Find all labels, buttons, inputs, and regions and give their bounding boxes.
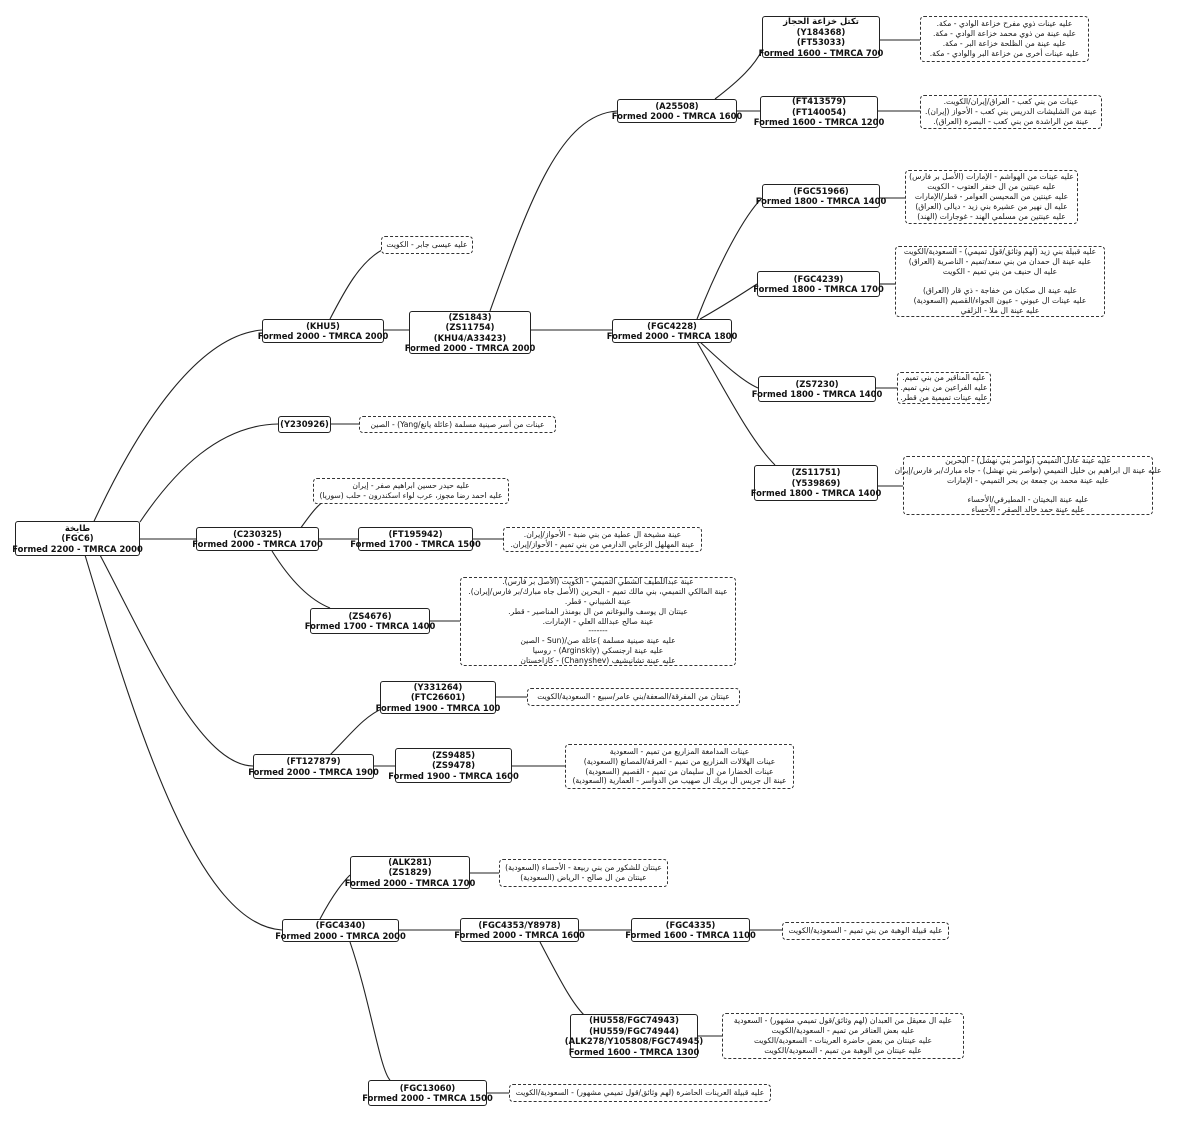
edge-fgc4228-fgc51966 xyxy=(696,197,763,320)
node-y331264[interactable]: (Y331264) (FTC26601) Formed 1900 - TMRCA… xyxy=(375,681,501,714)
edge-c230325-note xyxy=(299,499,327,530)
note-khu5: عليه عيسى جابر - الكويت xyxy=(381,236,473,254)
node-ft413579[interactable]: (FT413579) (FT140054) Formed 1600 - TMRC… xyxy=(753,96,885,128)
node-hu558[interactable]: (HU558/FGC74943) (HU559/FGC74944) (ALK27… xyxy=(564,1014,704,1058)
edge-a25508-y184368 xyxy=(714,49,763,100)
node-fgc51966[interactable]: (FGC51966) Formed 1800 - TMRCA 1400 xyxy=(755,184,887,208)
node-khu5[interactable]: (KHU5) Formed 2000 - TMRCA 2000 xyxy=(257,319,389,343)
edge-fgc4353-hu558 xyxy=(539,941,591,1021)
node-ft127879[interactable]: (FT127879) Formed 2000 - TMRCA 1900 xyxy=(248,754,379,779)
node-zs1843[interactable]: (ZS1843) (ZS11754) (KHU4/A33423) Formed … xyxy=(404,311,536,354)
note-fgc4335: عليه قبيلة الوهبة من بني تميم - السعودية… xyxy=(782,922,949,940)
node-a25508[interactable]: (A25508) Formed 2000 - TMRCA 1600 xyxy=(611,99,743,123)
node-fgc4228[interactable]: (FGC4228) Formed 2000 - TMRCA 1800 xyxy=(606,319,738,343)
note-zs7230: عليه المناقير من بني تميم. عليه الفراعين… xyxy=(897,372,991,404)
node-fgc4335[interactable]: (FGC4335) Formed 1600 - TMRCA 1100 xyxy=(625,918,756,942)
edge-fgc4340-fgc13060 xyxy=(349,941,391,1081)
note-alk281: عينتان للشكور من بني ربيعة - الأحساء (ال… xyxy=(499,859,668,887)
note-fgc13060: عليه قبيلة العرينات الحاضرة (لهم وثائق/ق… xyxy=(509,1084,771,1102)
node-fgc13060[interactable]: (FGC13060) Formed 2000 - TMRCA 1500 xyxy=(362,1080,493,1106)
edge-ft127879-y331264 xyxy=(329,707,385,756)
node-c230325[interactable]: (C230325) Formed 2000 - TMRCA 1700 xyxy=(192,527,323,551)
node-y184368[interactable]: تكتل خزاعة الحجاز (Y184368) (FT53033) Fo… xyxy=(758,16,884,58)
node-fgc4239[interactable]: (FGC4239) Formed 1800 - TMRCA 1700 xyxy=(753,271,884,297)
note-c230325: عليه حيدر حسين ابراهيم صفر - إيران عليه … xyxy=(313,478,509,504)
node-zs9485[interactable]: (ZS9485) (ZS9478) Formed 1900 - TMRCA 16… xyxy=(388,748,519,783)
note-ft413579: عينات من بني كعب - العراق/إيران/الكويت. … xyxy=(920,95,1102,129)
note-y184368: عليه عينات ذوي مفرح خزاعة الوادي - مكة. … xyxy=(920,16,1089,62)
note-fgc51966: عليه عينات من الهواشم - الإمارات (الأصل … xyxy=(905,170,1078,224)
note-fgc4239: عليه قبيلة بني زيد (لهم وثائق/قول تميمي)… xyxy=(895,246,1105,317)
node-alk281[interactable]: (ALK281) (ZS1829) Formed 2000 - TMRCA 17… xyxy=(344,856,476,889)
edge-root-khu5 xyxy=(89,329,263,531)
node-fgc4353[interactable]: (FGC4353/Y8978) Formed 2000 - TMRCA 1600 xyxy=(454,918,585,942)
edge-root-ft127879 xyxy=(99,554,254,767)
note-y331264: عينتان من المفرقة/الصعفة/بني عامر/سبيع -… xyxy=(527,688,740,706)
note-zs11751: عليه عينة عادل التميمي (نواصر بني نهشل) … xyxy=(894,455,1162,515)
edge-zs1843-a25508 xyxy=(489,110,618,312)
edge-root-y230926 xyxy=(139,423,279,523)
node-fgc4340[interactable]: (FGC4340) Formed 2000 - TMRCA 2000 xyxy=(275,919,406,942)
edge-c230325-zs4676 xyxy=(271,550,331,609)
edge-fgc4228-zs7230 xyxy=(699,341,759,389)
edge-khu5-note xyxy=(329,249,383,320)
node-zs11751[interactable]: (ZS11751) (Y539869) Formed 1800 - TMRCA … xyxy=(751,465,881,501)
note-y230926: عينات من أسر صينية مسلمة (عائلة يانغ/Yan… xyxy=(359,416,556,433)
edge-root-fgc4340 xyxy=(84,554,283,931)
node-zs7230[interactable]: (ZS7230) Formed 1800 - TMRCA 1400 xyxy=(752,376,882,402)
edge-fgc4228-zs11751 xyxy=(696,341,776,466)
note-hu558: عليه ال معيقل من العبدان (لهم وثائق/قول … xyxy=(722,1013,964,1059)
note-ft195942: عينة مشيخة ال عطية من بني ضبة - الأحواز/… xyxy=(503,527,702,552)
node-root-fgc6[interactable]: طايخة (FGC6) Formed 2200 - TMRCA 2000 xyxy=(12,521,143,556)
edge-fgc4340-alk281 xyxy=(319,874,351,920)
note-zs9485: عينات المدامغة المزاريع من تميم - السعود… xyxy=(565,744,794,789)
node-zs4676[interactable]: (ZS4676) Formed 1700 - TMRCA 1400 xyxy=(305,608,435,634)
node-ft195942[interactable]: (FT195942) Formed 1700 - TMRCA 1500 xyxy=(350,527,481,551)
node-y230926[interactable]: (Y230926) xyxy=(278,416,331,433)
note-zs4676: عينة عبداللطيف الشطي التميمي - الكويت (ا… xyxy=(460,577,736,666)
edge-fgc4228-fgc4239 xyxy=(699,283,758,320)
